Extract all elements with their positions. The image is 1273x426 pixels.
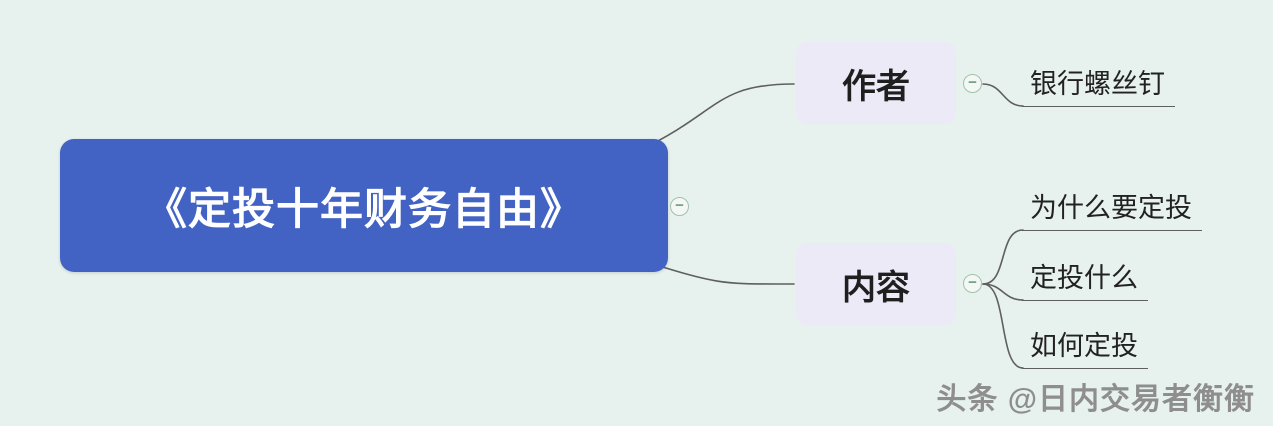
collapse-icon-content[interactable]: −: [963, 274, 982, 293]
minus-icon: −: [968, 274, 977, 291]
minus-icon: −: [675, 197, 684, 214]
leaf-node-content-child-1[interactable]: 为什么要定投: [1022, 190, 1202, 231]
root-node-label: 《定投十年财务自由》: [144, 185, 584, 234]
connector-content-to-leaf-1: [982, 229, 1024, 285]
leaf-node-content-child-3[interactable]: 如何定投: [1022, 328, 1148, 369]
leaf-node-content-child-2[interactable]: 定投什么: [1022, 260, 1148, 301]
branch-node-content[interactable]: 内容: [796, 243, 956, 325]
connector-root-to-author: [639, 83, 795, 151]
branch-author-label: 作者: [842, 67, 910, 106]
minus-icon: −: [968, 74, 977, 91]
leaf-node-author-child[interactable]: 银行螺丝钉: [1022, 66, 1175, 107]
connector-author-to-leaf-1: [982, 83, 1024, 107]
connector-root-to-content: [639, 259, 795, 285]
branch-content-label: 内容: [842, 268, 910, 307]
connector-content-to-leaf-3: [982, 283, 1024, 369]
root-node[interactable]: 《定投十年财务自由》: [60, 139, 668, 272]
branch-node-author[interactable]: 作者: [796, 42, 956, 124]
collapse-icon-author[interactable]: −: [963, 74, 982, 93]
collapse-icon-root[interactable]: −: [670, 197, 689, 216]
watermark-text: 头条 @日内交易者衡衡: [936, 383, 1255, 416]
